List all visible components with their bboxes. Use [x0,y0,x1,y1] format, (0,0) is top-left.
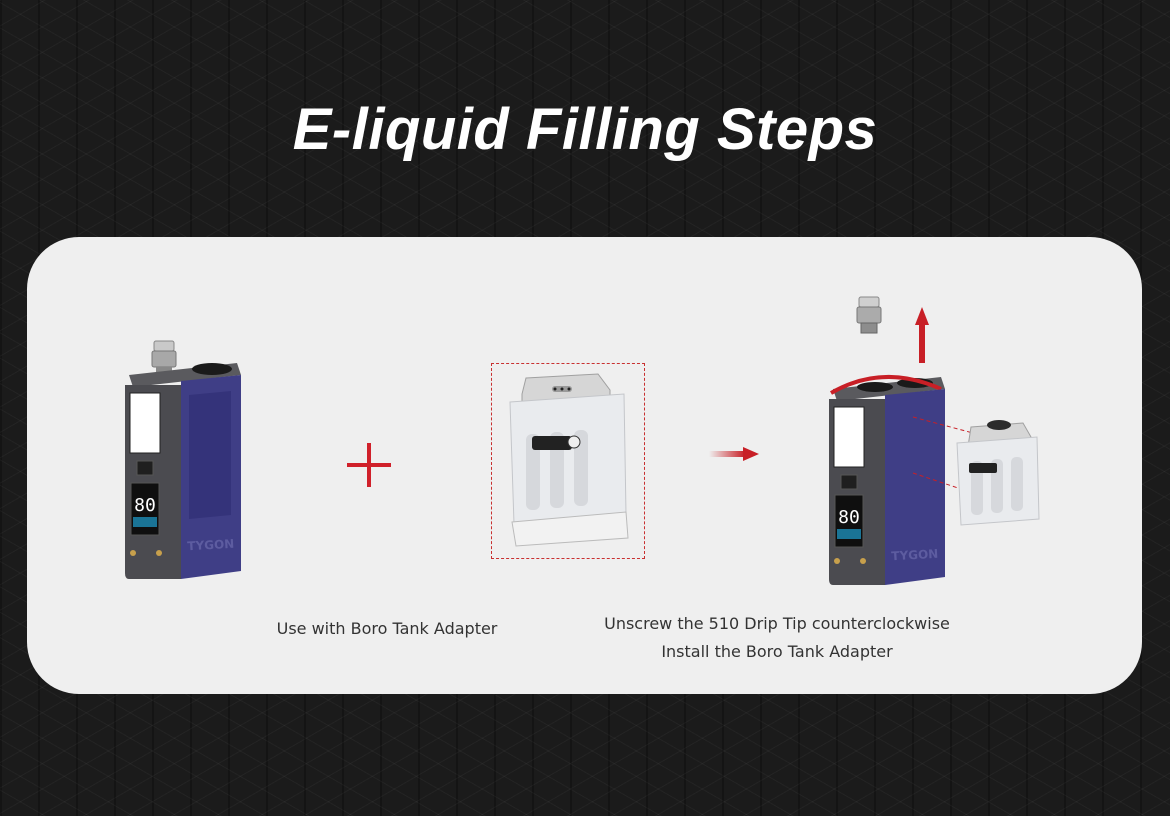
page-title: E-liquid Filling Steps [292,97,878,162]
caption-step-2: Unscrew the 510 Drip Tip counterclockwis… [557,610,997,666]
caption-step-2-line-2: Install the Boro Tank Adapter [661,642,893,661]
arrow-right-icon [709,447,759,461]
install-screen-value: 80 [838,507,860,528]
device-image-mod: 80 TYGON [125,340,241,579]
caption-step-2-line-1: Unscrew the 510 Drip Tip counterclockwis… [604,614,950,633]
mod-screen-value: 80 [134,495,156,516]
device-image-install: 80 TYGON [829,296,1040,585]
plus-icon [347,443,391,487]
caption-step-1: Use with Boro Tank Adapter [276,619,498,638]
mod-brand-text: TYGON [187,537,235,553]
instruction-panel: 80 TYGON [27,237,1142,694]
adapter-highlight-box [491,363,645,559]
install-brand-text: TYGON [891,547,939,563]
boro-tank-adapter-image [509,373,629,547]
